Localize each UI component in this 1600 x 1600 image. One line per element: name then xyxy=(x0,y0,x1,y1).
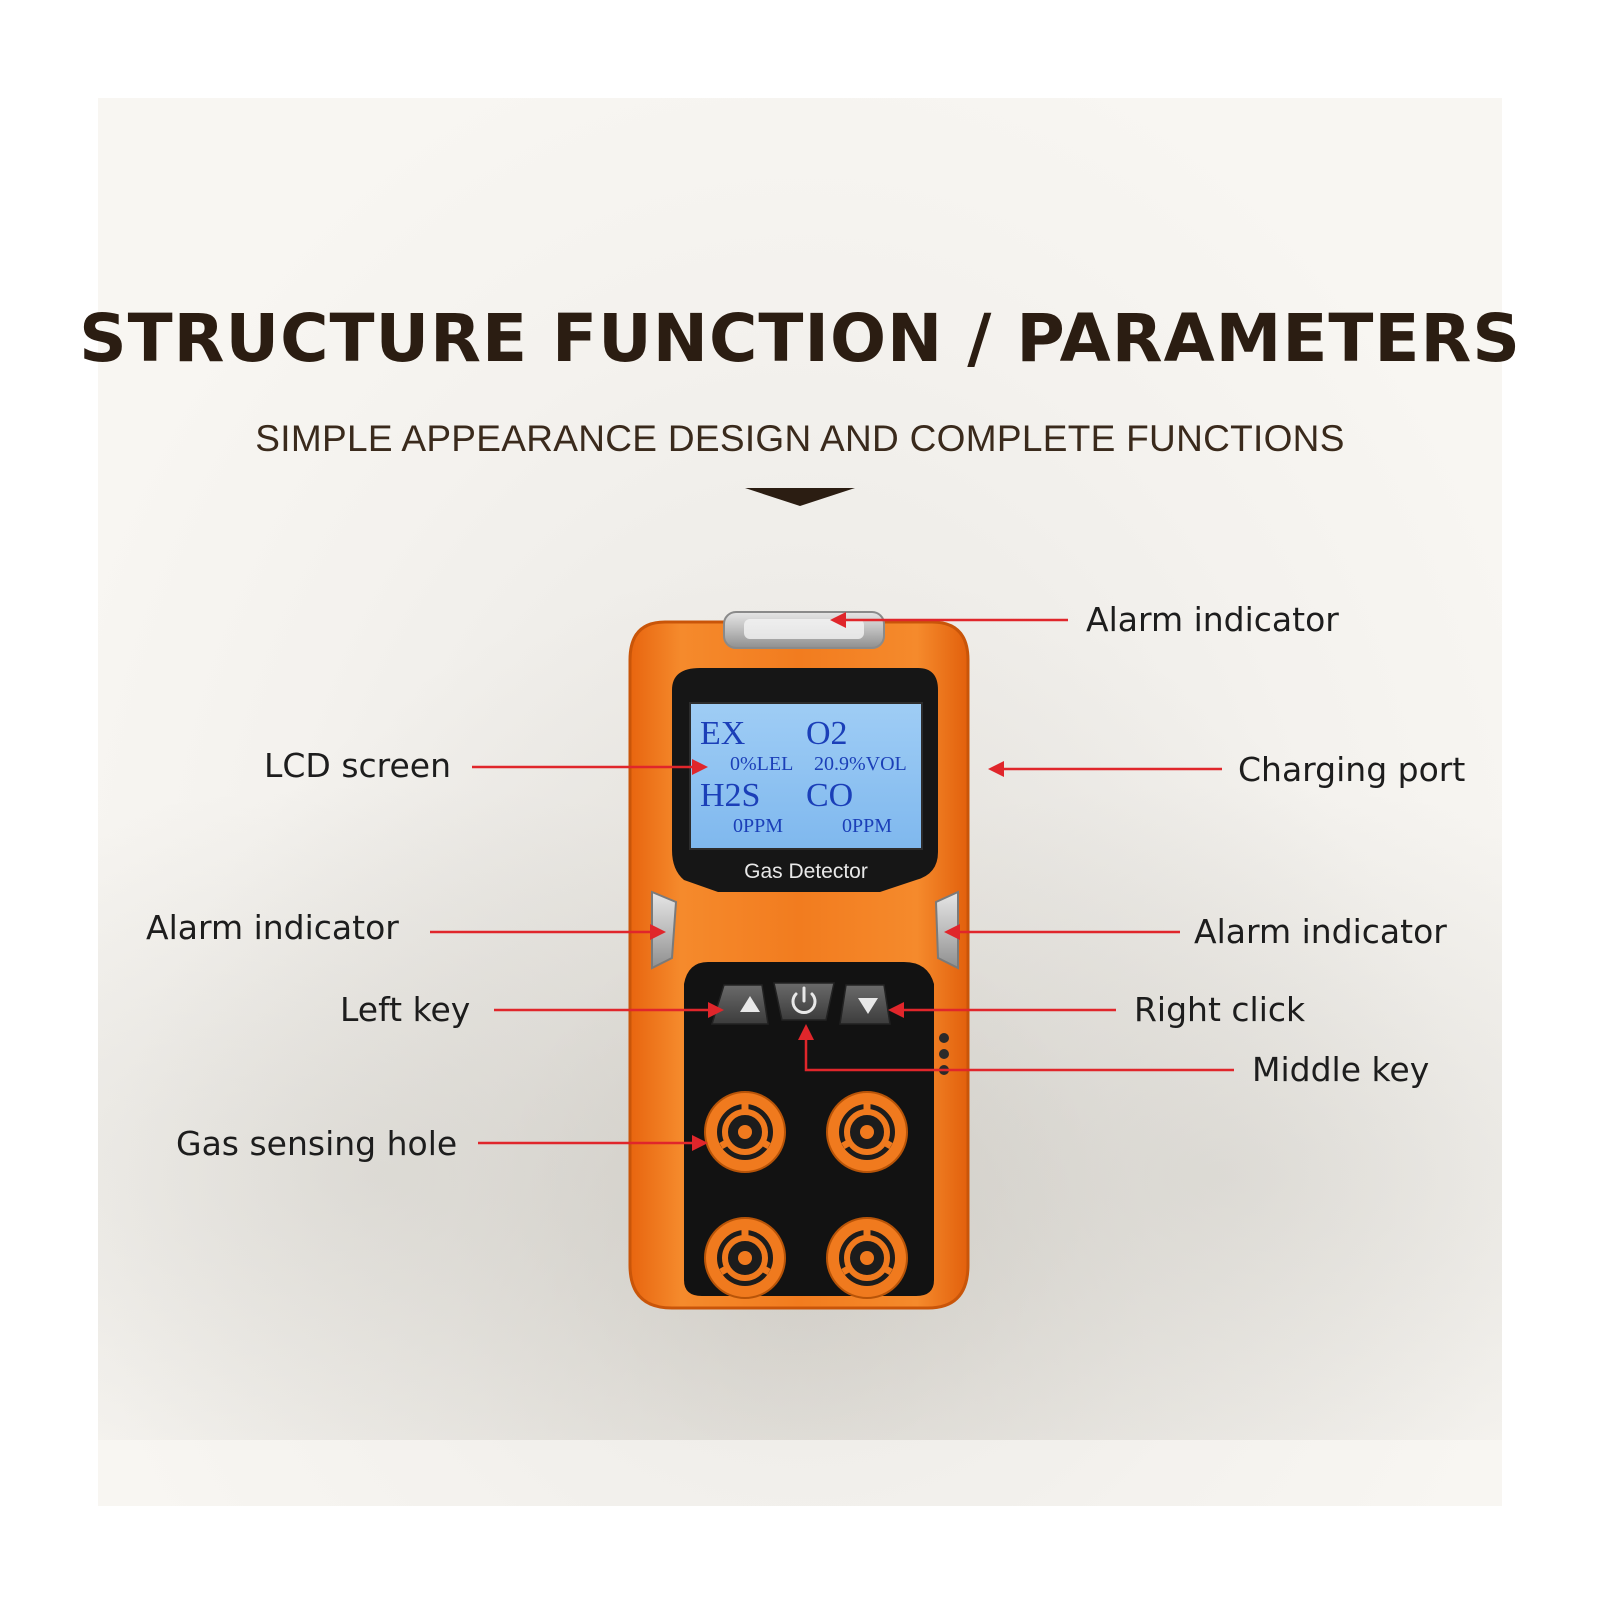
callout-charging-port: Charging port xyxy=(1238,750,1466,789)
callout-middle-key: Middle key xyxy=(1252,1050,1430,1089)
callout-gas-sensing-hole: Gas sensing hole xyxy=(176,1124,458,1163)
arrowhead-icon xyxy=(650,924,666,940)
page-title: STRUCTURE FUNCTION / PARAMETERS xyxy=(79,300,1521,377)
arrowhead-icon xyxy=(888,1002,904,1018)
arrowhead-icon xyxy=(798,1024,814,1040)
callout-alarm-left: Alarm indicator xyxy=(146,908,399,947)
down-triangle-icon xyxy=(858,998,878,1014)
callout-alarm-right: Alarm indicator xyxy=(1194,912,1447,951)
arrowhead-icon xyxy=(692,759,708,775)
callout-lcd-screen: LCD screen xyxy=(264,746,452,785)
keypad-panel xyxy=(684,962,934,1296)
lcd-co-value: 0PPM xyxy=(842,815,892,837)
lcd-co-label: CO xyxy=(806,777,853,814)
lcd-o2-label: O2 xyxy=(806,715,848,752)
arrowhead-icon xyxy=(988,761,1004,777)
callout-left-key: Left key xyxy=(340,990,471,1029)
arrowhead-icon xyxy=(830,612,846,628)
brand-label: Gas Detector xyxy=(744,860,868,883)
callout-alarm-top: Alarm indicator xyxy=(1086,600,1339,639)
left-alarm-indicator xyxy=(651,890,678,970)
speaker-dot xyxy=(939,1049,949,1059)
top-alarm-lens xyxy=(744,619,864,639)
gas-sensing-hole xyxy=(704,1217,786,1299)
lcd-ex-value: 0%LEL xyxy=(730,753,793,775)
gas-sensing-hole xyxy=(826,1217,908,1299)
gas-sensing-hole xyxy=(704,1091,786,1173)
lcd-h2s-label: H2S xyxy=(700,777,760,814)
gas-sensing-hole xyxy=(826,1091,908,1173)
lcd-screen xyxy=(689,702,923,850)
speaker-dot xyxy=(939,1033,949,1043)
page-subtitle: SIMPLE APPEARANCE DESIGN AND COMPLETE FU… xyxy=(255,418,1345,459)
lcd-o2-value: 20.9%VOL xyxy=(814,753,907,775)
callout-right-click: Right click xyxy=(1134,990,1306,1029)
power-icon xyxy=(791,986,817,1014)
arrowhead-icon xyxy=(708,1002,724,1018)
lcd-ex-label: EX xyxy=(700,715,745,752)
callout-line-middle-key xyxy=(804,1036,1234,1072)
right-alarm-indicator xyxy=(934,890,959,970)
title-down-arrow-icon xyxy=(745,488,855,506)
up-triangle-icon xyxy=(740,996,760,1012)
arrowhead-icon xyxy=(692,1135,708,1151)
arrowhead-icon xyxy=(944,924,960,940)
lcd-h2s-value: 0PPM xyxy=(733,815,783,837)
